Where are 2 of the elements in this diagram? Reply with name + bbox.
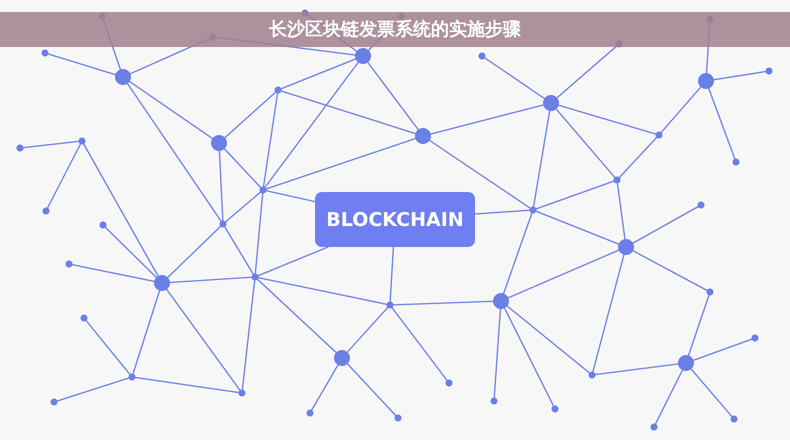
title-banner: 长沙区块链发票系统的实施步骤 bbox=[0, 12, 790, 47]
label-box: BLOCKCHAIN bbox=[315, 192, 475, 247]
